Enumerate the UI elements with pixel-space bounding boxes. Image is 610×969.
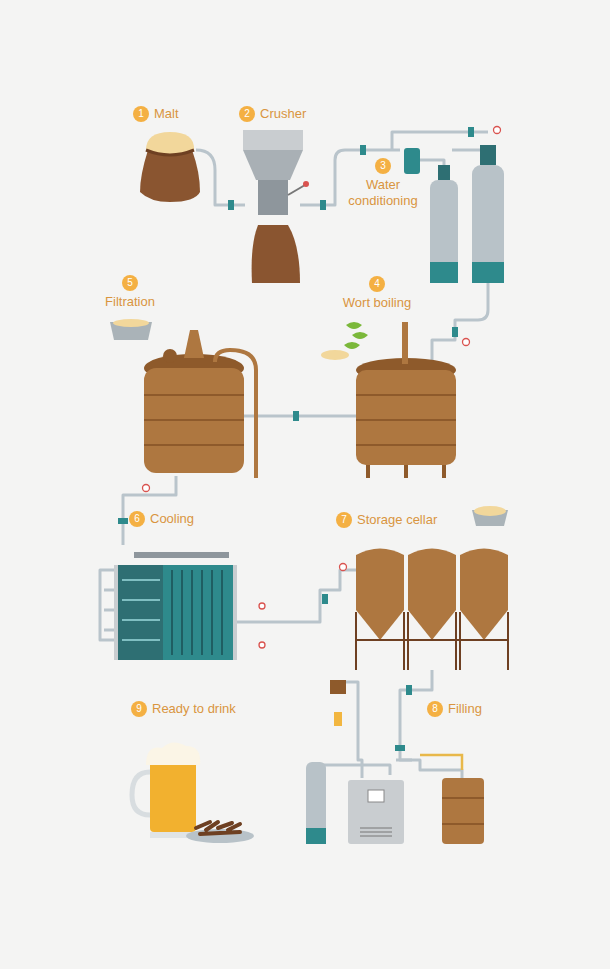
- callout-number: 8: [427, 701, 443, 717]
- process-step: 8 Filling: [427, 701, 482, 717]
- process-step: 6 Cooling: [129, 511, 194, 527]
- callout-number: 5: [122, 275, 138, 291]
- step-label: Cooling: [150, 511, 194, 527]
- callout-number: 4: [369, 276, 385, 292]
- pipe-valves: [118, 127, 474, 751]
- beer-mug-snacks: [132, 742, 254, 843]
- process-step: 3Water conditioning: [335, 158, 431, 209]
- process-step: 4Wort boiling: [343, 276, 411, 311]
- filtration-tank: [110, 319, 256, 478]
- callout-number: 7: [336, 512, 352, 528]
- callout-number: 3: [375, 158, 391, 174]
- process-step: 5Filtration: [105, 275, 155, 310]
- plate-heat-exchanger: [114, 552, 237, 660]
- step-label: Crusher: [260, 106, 306, 122]
- storage-tanks: [356, 506, 508, 670]
- gas-line: [420, 755, 462, 770]
- crusher-machine: [243, 130, 309, 283]
- process-step: 1 Malt: [133, 106, 179, 122]
- process-step: 7 Storage cellar: [336, 512, 437, 528]
- callout-number: 2: [239, 106, 255, 122]
- step-label: Ready to drink: [152, 701, 236, 717]
- step-label: Storage cellar: [357, 512, 437, 528]
- process-step: 9 Ready to drink: [131, 701, 236, 717]
- process-step: 2 Crusher: [239, 106, 306, 122]
- step-label: Filtration: [105, 294, 155, 310]
- step-label: Malt: [154, 106, 179, 122]
- step-label: Wort boiling: [343, 295, 411, 311]
- step-label: Filling: [448, 701, 482, 717]
- wort-kettle: [321, 322, 456, 478]
- step-label: Water conditioning: [335, 177, 431, 209]
- pipe-network: [100, 132, 488, 778]
- malt-sack: [140, 132, 200, 202]
- filling-station: [306, 680, 484, 844]
- water-filter-tanks: [404, 145, 504, 283]
- callout-number: 1: [133, 106, 149, 122]
- callout-number: 6: [129, 511, 145, 527]
- callout-number: 9: [131, 701, 147, 717]
